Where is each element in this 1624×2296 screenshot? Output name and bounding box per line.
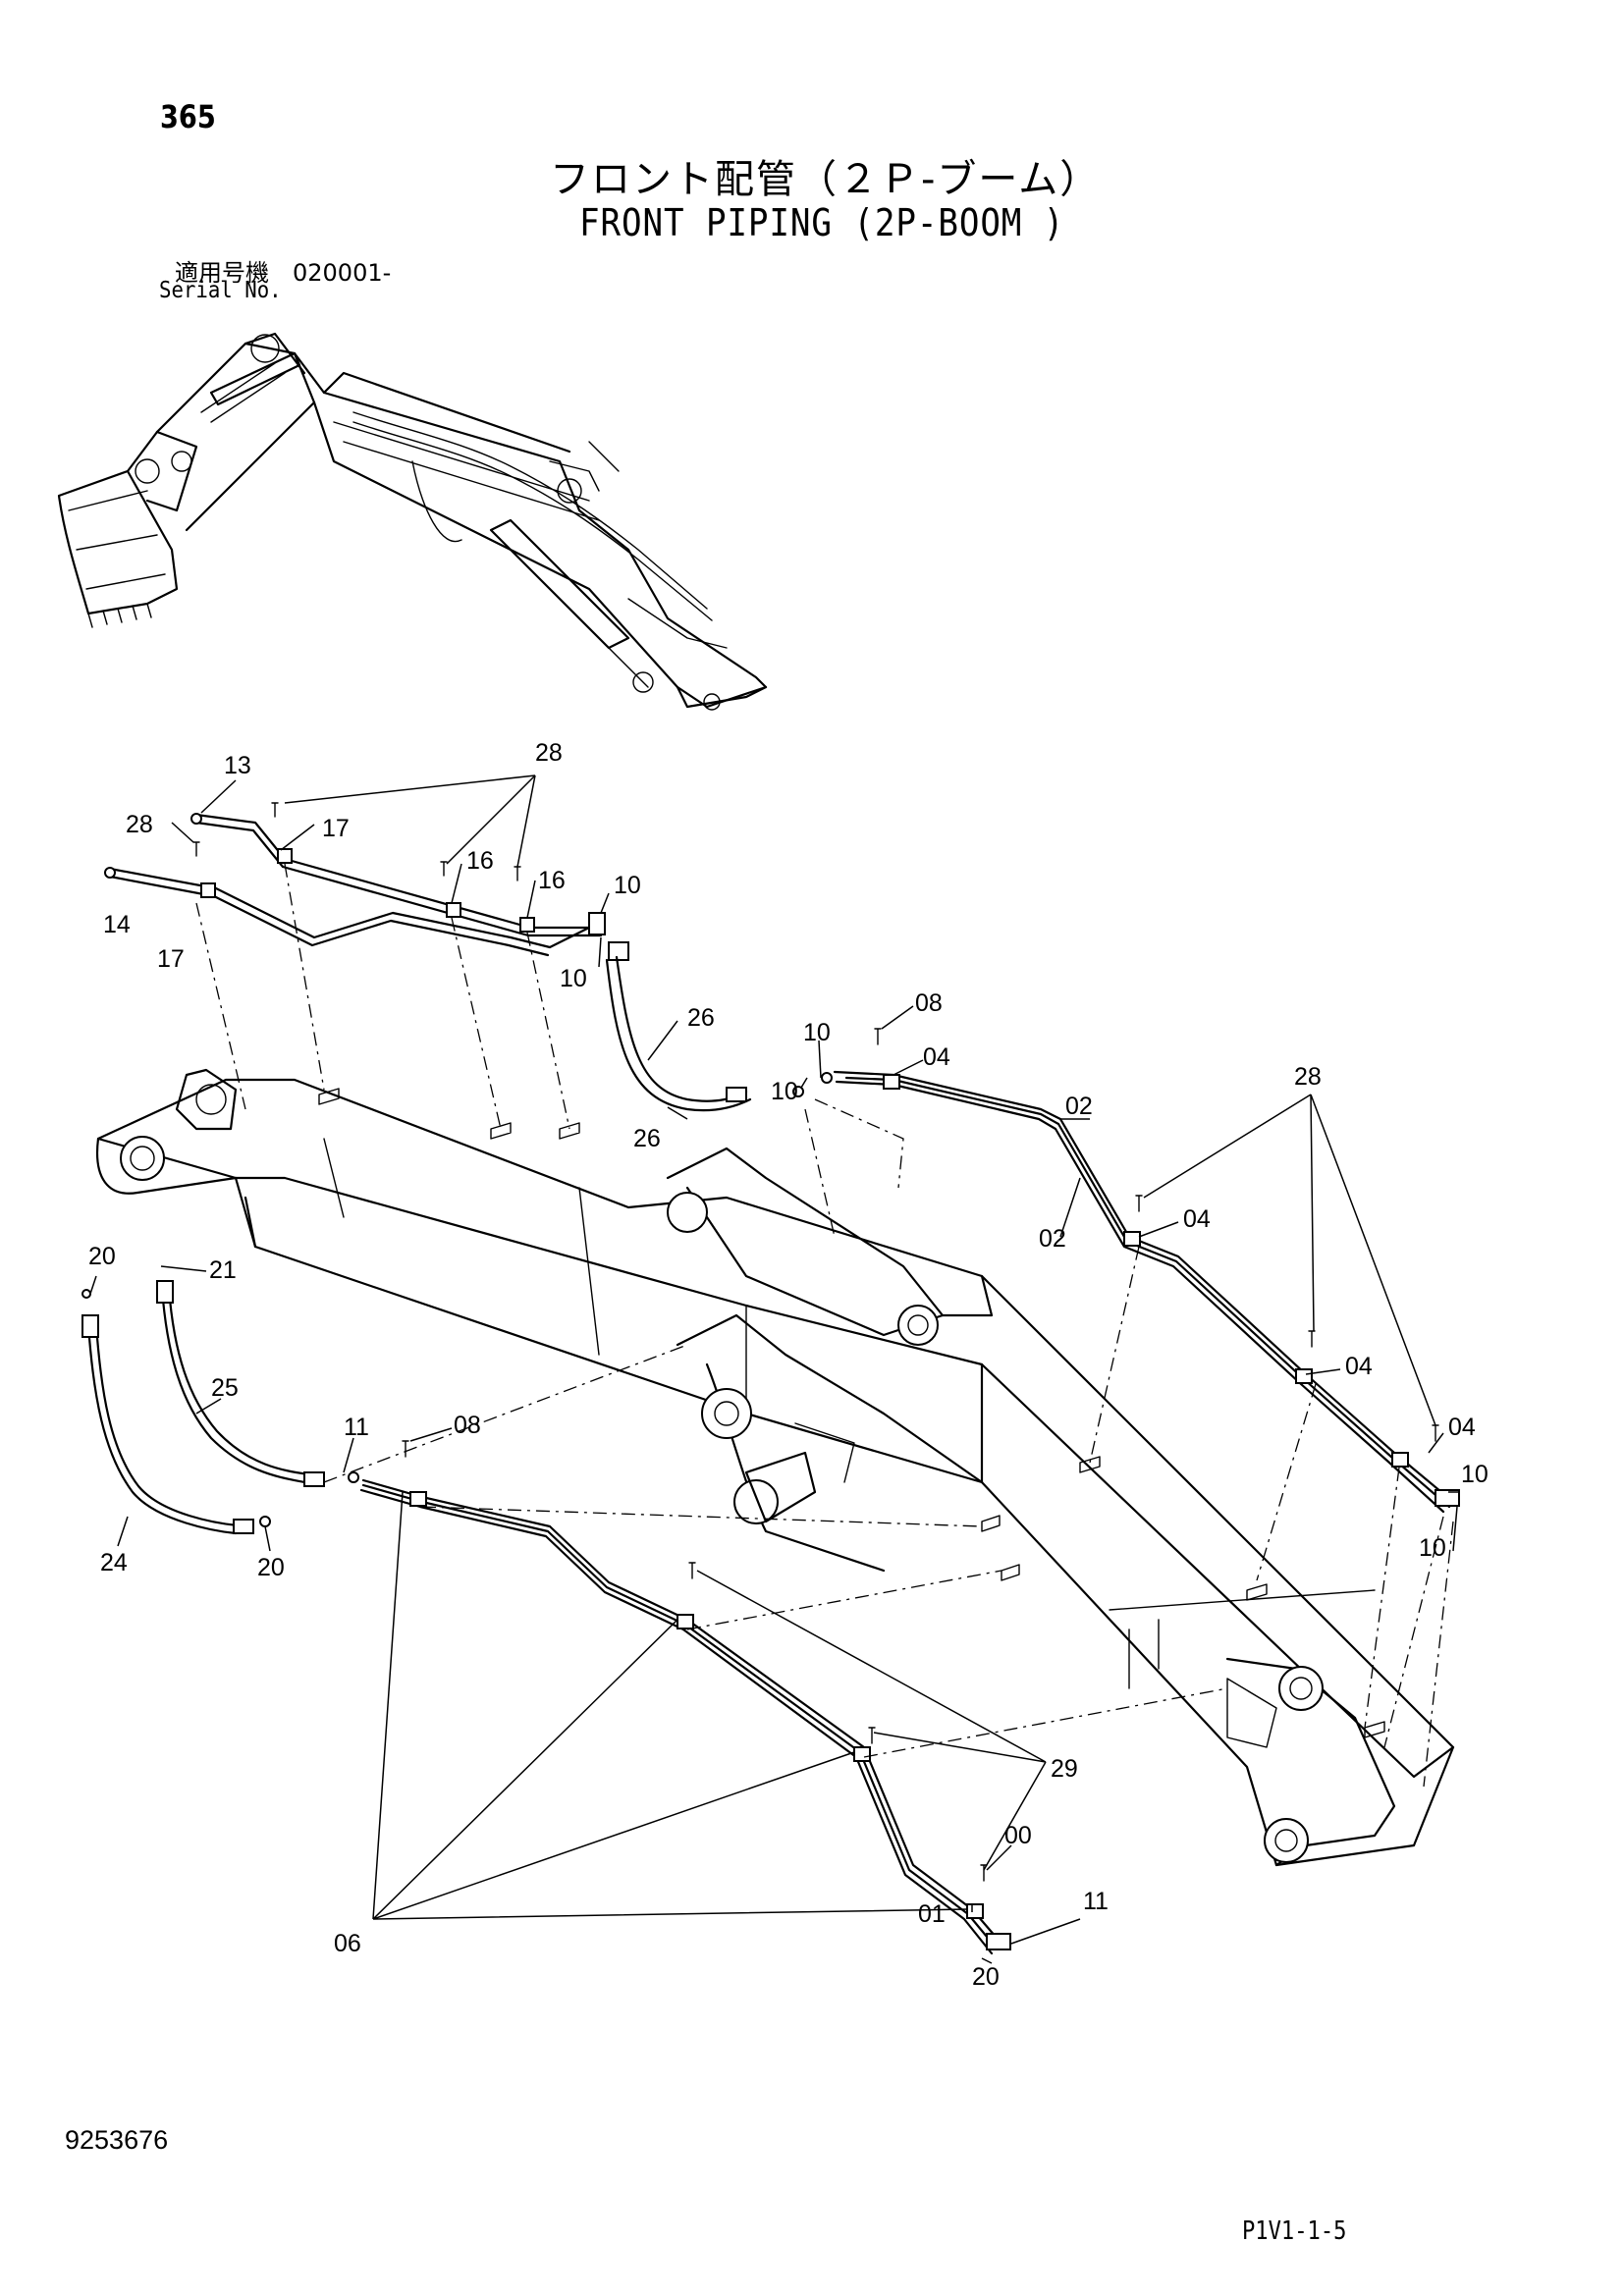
callout-26: 26 [687,1004,715,1032]
callout-28: 28 [535,739,563,767]
lower-left-hoses [81,1280,325,1535]
callout-08: 08 [915,989,943,1017]
callout-28: 28 [126,811,153,838]
document-number: 9253676 [65,2125,169,2155]
callout-11: 11 [344,1414,369,1441]
callout-04: 04 [1448,1414,1476,1441]
title-japanese: フロント配管（２Ｐ-ブーム） [550,157,1102,202]
callout-11: 11 [1083,1888,1109,1915]
overview-front-illustration [57,332,768,711]
callout-10: 10 [614,872,641,899]
callout-01: 01 [918,1900,946,1928]
upper-pipes [104,802,629,961]
leader-lines [89,774,1458,1964]
callout-26: 26 [633,1125,661,1152]
callout-17: 17 [322,815,350,842]
installation-dash-lines [195,863,1454,1788]
page-code: P1V1-1-5 [1242,2216,1347,2246]
callout-20: 20 [88,1243,116,1270]
callout-20: 20 [972,1963,1000,1991]
hose-26 [605,955,804,1112]
callout-labels: 13 28 28 17 16 16 10 14 17 10 26 26 08 1… [88,739,1489,1991]
callout-10: 10 [1419,1534,1446,1562]
callout-10: 10 [771,1078,798,1105]
callout-04: 04 [1183,1205,1211,1233]
callout-28: 28 [1294,1063,1322,1091]
title-english: FRONT PIPING (2P-BOOM ) [579,201,1065,244]
callout-04: 04 [923,1043,950,1071]
callout-10: 10 [803,1019,831,1046]
callout-16: 16 [466,847,494,875]
callout-21: 21 [209,1256,237,1284]
page-number: 365 [160,98,216,135]
callout-08: 08 [454,1412,481,1439]
callout-20: 20 [257,1554,285,1581]
serial-label-japanese: 適用号機 020001- [175,259,392,287]
callout-13: 13 [224,752,251,779]
boom-body [95,1068,1455,1867]
callout-02: 02 [1039,1225,1066,1253]
callout-14: 14 [103,911,131,938]
right-pipes [821,1028,1460,1514]
callout-02: 02 [1065,1093,1093,1120]
callout-04: 04 [1345,1353,1373,1380]
callout-25: 25 [211,1374,239,1402]
callout-16: 16 [538,867,566,894]
callout-24: 24 [100,1549,128,1576]
serial-label-english: Serial No. [159,278,282,303]
callout-00: 00 [1004,1822,1032,1849]
callout-29: 29 [1051,1755,1078,1783]
callout-10: 10 [560,965,587,992]
callout-17: 17 [157,945,185,973]
callout-06: 06 [334,1930,361,1957]
callout-10: 10 [1461,1461,1489,1488]
lower-pipes [348,1440,1011,1955]
